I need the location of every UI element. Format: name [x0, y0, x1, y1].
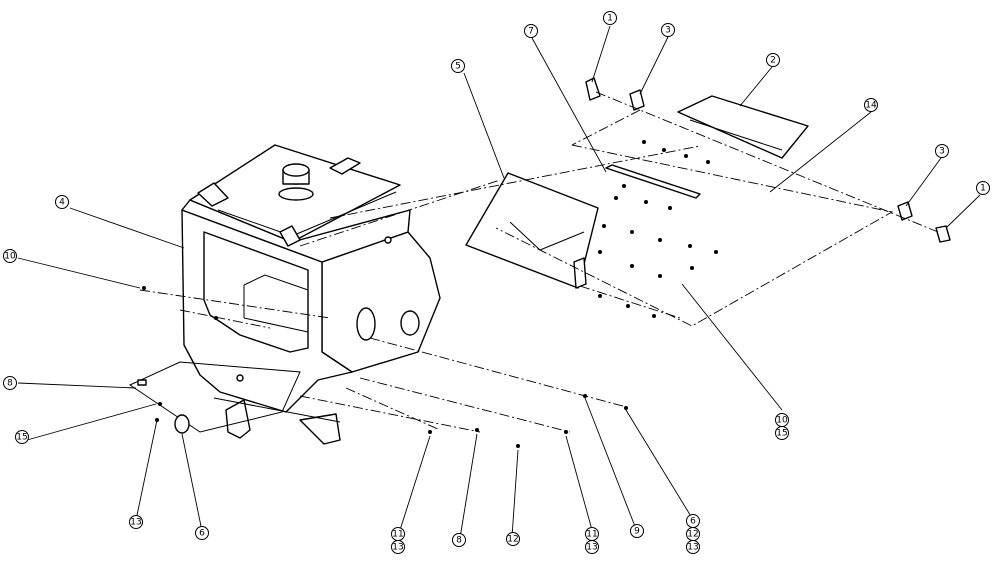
callout-number: 3 — [665, 26, 671, 36]
callout-number: 13 — [687, 543, 698, 553]
callout-circle — [129, 515, 143, 529]
callout-circle — [55, 195, 69, 209]
callout-number: 11 — [392, 530, 403, 540]
callout-number: 8 — [7, 379, 13, 389]
callout-circle — [391, 540, 405, 554]
callout-number: 7 — [528, 27, 534, 37]
rod — [605, 164, 701, 199]
callout-c10a: 10 — [3, 249, 17, 263]
callout-number: 13 — [392, 543, 403, 553]
callout-number: 8 — [456, 536, 462, 546]
callout-circle — [630, 524, 644, 538]
callout-number: 9 — [634, 527, 640, 537]
callout-c4: 4 — [55, 195, 69, 209]
callout-c6a: 6 — [195, 526, 209, 540]
callout-circle — [451, 59, 465, 73]
callout-circle — [864, 98, 878, 112]
callout-number: 11 — [586, 530, 597, 540]
callout-circle — [3, 249, 17, 263]
callout-c3b: 3 — [935, 144, 949, 158]
callout-number: 5 — [455, 62, 461, 72]
top-plate-phantom — [495, 109, 894, 327]
callout-number: 2 — [770, 56, 776, 66]
callout-number: 15 — [16, 433, 27, 443]
callout-circle — [661, 23, 675, 37]
callout-circle — [976, 181, 990, 195]
callout-c12: 12 — [506, 532, 520, 546]
callout-circle — [775, 426, 789, 440]
grommet — [174, 414, 190, 434]
callout-number: 14 — [865, 101, 877, 111]
callout-c15: 15 — [15, 430, 29, 444]
callout-number: 12 — [507, 535, 518, 545]
callout-c1a: 1 — [603, 11, 617, 25]
callout-circle — [603, 11, 617, 25]
callout-number: 10 — [4, 252, 16, 262]
callout-c8a: 8 — [3, 376, 17, 390]
callout-number: 1 — [607, 14, 613, 24]
callout-circle — [585, 540, 599, 554]
tank-frame-assembly — [181, 144, 441, 445]
callout-number: 1 — [980, 184, 986, 194]
callout-number: 3 — [939, 147, 945, 157]
fastener-dots — [142, 140, 718, 448]
callout-c9: 9 — [630, 524, 644, 538]
callout-circle — [524, 24, 538, 38]
callout-circle — [15, 430, 29, 444]
callout-number: 13 — [130, 518, 141, 528]
callout-circle — [686, 540, 700, 554]
callout-circle — [452, 533, 466, 547]
callout-number: 13 — [586, 543, 597, 553]
callout-c3a: 3 — [661, 23, 675, 37]
leader-lines — [17, 25, 981, 539]
hardware-parts — [585, 77, 951, 243]
callout-circle — [766, 53, 780, 67]
callout-c13: 13 — [129, 515, 143, 529]
callout-number: 6 — [199, 529, 205, 539]
callout-circle — [506, 532, 520, 546]
callout-c5: 5 — [451, 59, 465, 73]
callout-circle — [3, 376, 17, 390]
callout-c8b: 8 — [452, 533, 466, 547]
callout-c7: 7 — [524, 24, 538, 38]
callout-number: 15 — [776, 429, 787, 439]
callout-number: 10 — [776, 416, 788, 426]
callout-c2: 2 — [766, 53, 780, 67]
callout-c6b: 6 12 13 — [686, 514, 700, 554]
small-panel — [677, 95, 809, 159]
callout-circle — [935, 144, 949, 158]
callout-number: 4 — [59, 198, 65, 208]
callout-number: 12 — [687, 530, 698, 540]
callout-circle — [195, 526, 209, 540]
callout-c14: 14 — [864, 98, 878, 112]
callout-number: 6 — [690, 517, 696, 527]
callout-c1b: 1 — [976, 181, 990, 195]
cover-panel — [465, 172, 599, 289]
